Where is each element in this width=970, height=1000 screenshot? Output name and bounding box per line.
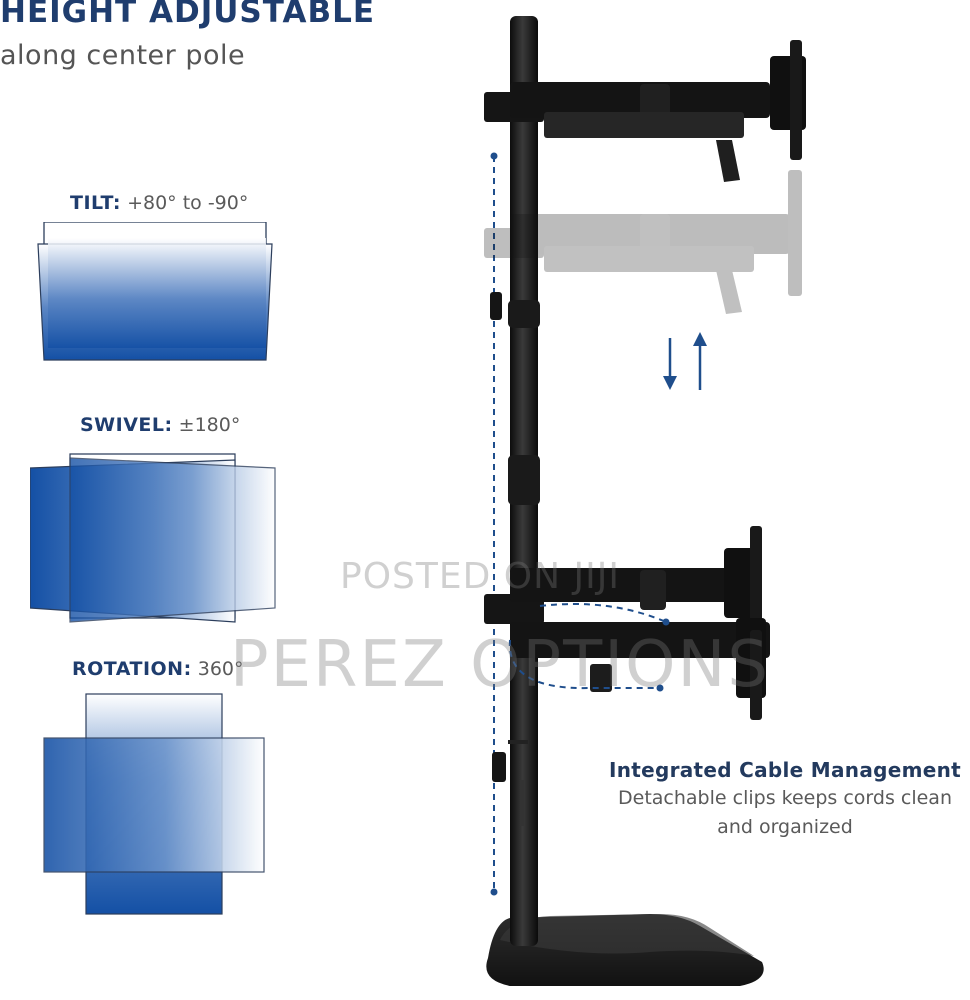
swivel-illustration [30, 453, 276, 623]
rotation-landscape-panel [43, 737, 265, 873]
tilt-label: TILT: +80° to -90° [70, 192, 248, 214]
tilt-label-value: +80° to -90° [127, 192, 249, 214]
lower-monitor-arms [484, 526, 770, 720]
watermark-line-1: POSTED ON JIJI [340, 556, 620, 597]
cable-clip-icon [490, 292, 502, 320]
stand-base-top [500, 914, 754, 956]
watermark-line-2: PEREZ OPTIONS [230, 628, 770, 702]
cable-management-description: Detachable clips keeps cords clean and o… [618, 787, 952, 838]
up-down-arrows-icon [663, 332, 707, 390]
swivel-label: SWIVEL: ±180° [80, 414, 240, 436]
tilt-illustration [37, 222, 273, 361]
tilt-front-panel [48, 238, 266, 348]
rotation-label-name: ROTATION: [72, 658, 192, 680]
rotation-label: ROTATION: 360° [72, 658, 244, 680]
rotation-illustration [43, 693, 265, 915]
swivel-panel-right [69, 457, 276, 623]
swivel-label-value: ±180° [178, 414, 241, 436]
pole-joint-2 [508, 455, 540, 505]
cable-clip-icon [492, 752, 506, 782]
cable-management-title: Integrated Cable Management [608, 758, 962, 782]
rotation-label-value: 360° [197, 658, 244, 680]
page-title: HEIGHT ADJUSTABLE [0, 0, 376, 30]
swivel-label-name: SWIVEL: [80, 414, 173, 436]
ghost-monitor-arm [484, 170, 802, 314]
tilt-label-name: TILT: [70, 192, 122, 214]
monitor-stand-illustration [484, 16, 806, 986]
pole-joint-1 [508, 300, 540, 328]
lower-cable-guide [508, 603, 667, 690]
page-subtitle: along center pole [0, 40, 246, 71]
top-monitor-arm [484, 40, 806, 182]
cable-management-block: Integrated Cable Management Detachable c… [600, 758, 970, 842]
